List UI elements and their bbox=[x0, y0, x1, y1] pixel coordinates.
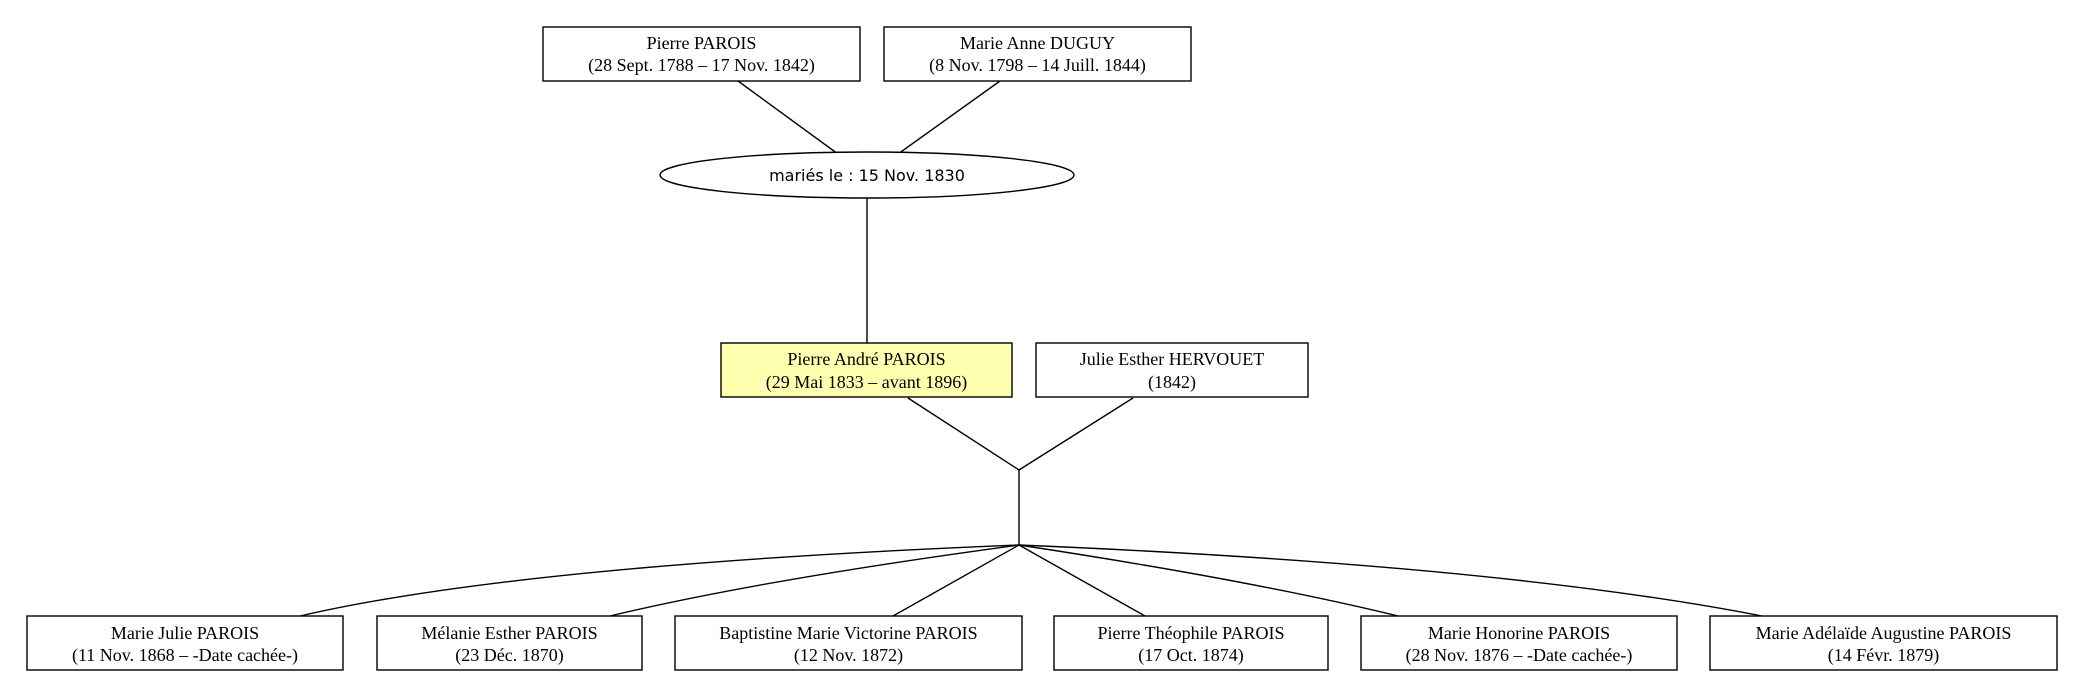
person-pierre-parois[interactable]: Pierre PAROIS (28 Sept. 1788 – 17 Nov. 1… bbox=[542, 26, 861, 82]
person-name: Marie Honorine PAROIS bbox=[1428, 623, 1610, 643]
person-dates: (23 Déc. 1870) bbox=[455, 645, 563, 666]
person-name: Julie Esther HERVOUET bbox=[1080, 349, 1265, 369]
connector-child-5 bbox=[1018, 544, 1399, 617]
connector-child-3 bbox=[892, 544, 1020, 617]
connector-child-4 bbox=[1018, 544, 1146, 617]
person-name: Pierre Théophile PAROIS bbox=[1098, 623, 1285, 643]
person-dates: (14 Févr. 1879) bbox=[1828, 645, 1940, 666]
person-name: Mélanie Esther PAROIS bbox=[421, 623, 597, 643]
child-2[interactable]: Mélanie Esther PAROIS (23 Déc. 1870) bbox=[376, 615, 643, 671]
child-3[interactable]: Baptistine Marie Victorine PAROIS (12 No… bbox=[674, 615, 1023, 671]
person-dates: (29 Mai 1833 – avant 1896) bbox=[766, 372, 967, 393]
marriage-label: mariés le : 15 Nov. 1830 bbox=[769, 166, 965, 185]
connector-father-marriage bbox=[737, 80, 839, 155]
child-4[interactable]: Pierre Théophile PAROIS (17 Oct. 1874) bbox=[1053, 615, 1329, 671]
person-name: Pierre PAROIS bbox=[647, 33, 757, 53]
marriage-node: mariés le : 15 Nov. 1830 bbox=[659, 151, 1075, 199]
person-name: Marie Adélaïde Augustine PAROIS bbox=[1756, 623, 2012, 643]
person-pierre-andre-parois[interactable]: Pierre André PAROIS (29 Mai 1833 – avant… bbox=[720, 342, 1013, 398]
person-julie-esther-hervouet[interactable]: Julie Esther HERVOUET (1842) bbox=[1035, 342, 1309, 398]
child-5[interactable]: Marie Honorine PAROIS (28 Nov. 1876 – -D… bbox=[1360, 615, 1678, 671]
person-dates: (1842) bbox=[1148, 372, 1196, 393]
person-dates: (28 Nov. 1876 – -Date cachée-) bbox=[1406, 645, 1633, 666]
connector-child-1 bbox=[299, 544, 1020, 617]
connector-husband-union bbox=[907, 397, 1020, 471]
connector-wife-union bbox=[1018, 397, 1134, 471]
connector-child-2 bbox=[609, 544, 1020, 617]
person-dates: (28 Sept. 1788 – 17 Nov. 1842) bbox=[588, 55, 815, 76]
person-name: Pierre André PAROIS bbox=[787, 349, 945, 369]
person-dates: (17 Oct. 1874) bbox=[1138, 645, 1243, 666]
person-name: Marie Julie PAROIS bbox=[111, 623, 259, 643]
child-1[interactable]: Marie Julie PAROIS (11 Nov. 1868 – -Date… bbox=[26, 615, 344, 671]
person-dates: (12 Nov. 1872) bbox=[794, 645, 903, 666]
connectors bbox=[299, 80, 1763, 617]
person-name: Baptistine Marie Victorine PAROIS bbox=[719, 623, 977, 643]
person-name: Marie Anne DUGUY bbox=[960, 33, 1115, 53]
person-dates: (8 Nov. 1798 – 14 Juill. 1844) bbox=[929, 55, 1146, 76]
connector-child-6 bbox=[1018, 544, 1763, 617]
child-6[interactable]: Marie Adélaïde Augustine PAROIS (14 Févr… bbox=[1709, 615, 2058, 671]
connector-mother-marriage bbox=[897, 80, 1001, 155]
person-dates: (11 Nov. 1868 – -Date cachée-) bbox=[72, 645, 298, 666]
person-marie-anne-duguy[interactable]: Marie Anne DUGUY (8 Nov. 1798 – 14 Juill… bbox=[883, 26, 1192, 82]
